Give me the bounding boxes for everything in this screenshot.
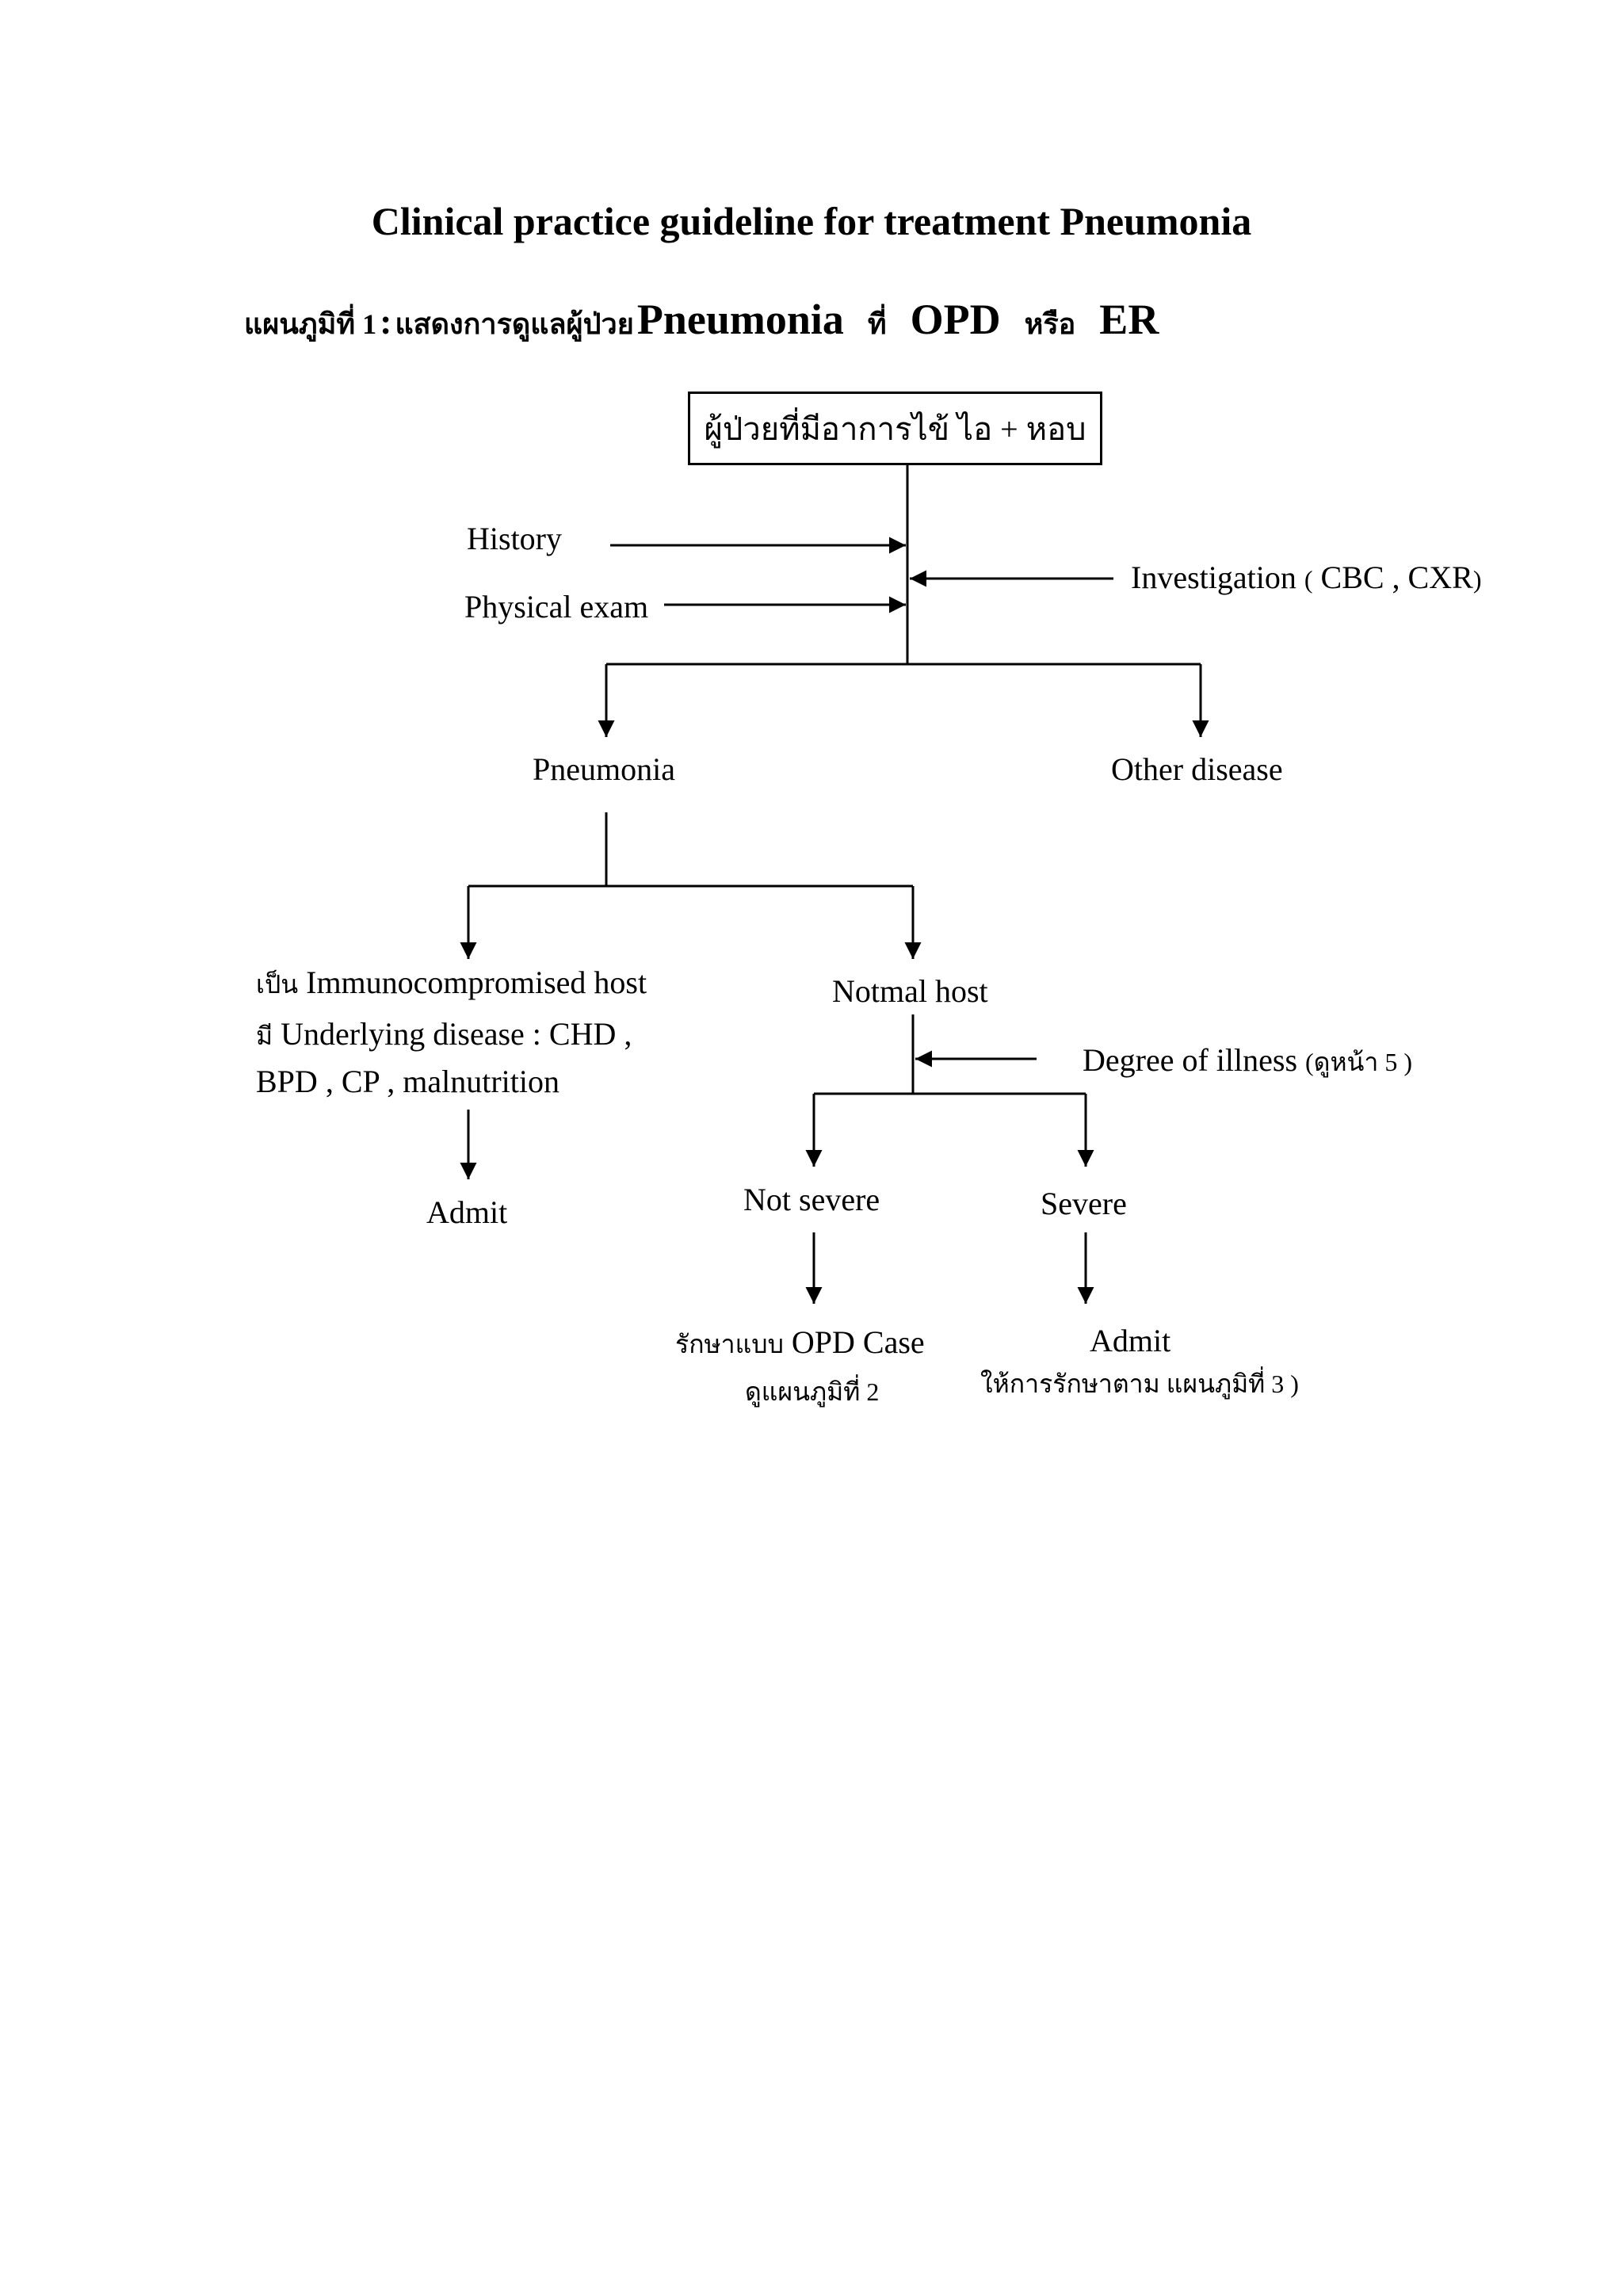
page-title: Clinical practice guideline for treatmen… <box>371 199 1252 243</box>
start-node: ผู้ป่วยที่มีอาการไข้ ไอ + หอบ <box>688 392 1102 465</box>
chart-subtitle: แผนภูมิที่ 1 : แสดงการดูแลผู้ป่วย Pneumo… <box>244 295 1159 346</box>
subtitle-colon: : <box>380 301 392 342</box>
immuno-line-2: มี Underlying disease : CHD , <box>256 1015 632 1053</box>
investigation-node: Investigation ( CBC , CXR) <box>1131 559 1481 597</box>
history-label: History <box>467 521 562 556</box>
opd-case-note: ดูแผนภูมิที่ 2 <box>745 1377 880 1406</box>
other-disease-node: Other disease <box>1111 751 1283 787</box>
severe-node: Severe <box>1041 1186 1127 1221</box>
subtitle-opd: OPD <box>910 296 1001 343</box>
admit-severe-node: Admit <box>1090 1323 1171 1358</box>
immuno-line-2-text: Underlying disease : CHD , <box>281 1016 632 1052</box>
admit-severe-note: ให้การรักษาตาม แผนภูมิที่ 3 ) <box>980 1370 1299 1398</box>
pneumonia-node: Pneumonia <box>533 751 675 787</box>
investigation-label: Investigation <box>1131 560 1296 595</box>
subtitle-at: ที่ <box>867 308 887 340</box>
opd-case-prefix: รักษาแบบ <box>675 1330 784 1358</box>
investigation-paren-open: ( <box>1304 565 1313 594</box>
not-severe-node: Not severe <box>743 1182 880 1217</box>
investigation-paren-close: ) <box>1472 565 1482 594</box>
subtitle-or: หรือ <box>1024 308 1076 340</box>
immuno-line-3: BPD , CP , malnutrition <box>256 1064 560 1099</box>
start-node-label: ผู้ป่วยที่มีอาการไข้ ไอ + หอบ <box>704 411 1086 447</box>
subtitle-er: ER <box>1099 296 1159 343</box>
subtitle-prefix: แผนภูมิที่ 1 <box>244 308 377 340</box>
opd-case-label: OPD Case <box>791 1324 925 1360</box>
physical-exam-label: Physical exam <box>464 589 649 625</box>
investigation-detail: CBC , CXR <box>1312 560 1473 595</box>
immuno-line-1: เป็น Immunocompromised host <box>256 964 647 1002</box>
admit-immuno-node: Admit <box>426 1194 508 1230</box>
immuno-line-2-prefix: มี <box>256 1022 273 1050</box>
degree-label: Degree of illness <box>1083 1042 1298 1078</box>
normal-host-node: Notmal host <box>832 973 988 1009</box>
degree-node: Degree of illness (ดูหน้า 5 ) <box>1083 1041 1412 1079</box>
immuno-line-1-prefix: เป็น <box>256 970 299 999</box>
subtitle-desc: แสดงการดูแลผู้ป่วย <box>395 308 634 340</box>
immuno-line-1-text: Immunocompromised host <box>306 965 647 1000</box>
degree-note: (ดูหน้า 5 ) <box>1305 1048 1413 1076</box>
opd-case-node: รักษาแบบ OPD Case <box>675 1324 925 1362</box>
subtitle-disease: Pneumonia <box>636 296 844 343</box>
